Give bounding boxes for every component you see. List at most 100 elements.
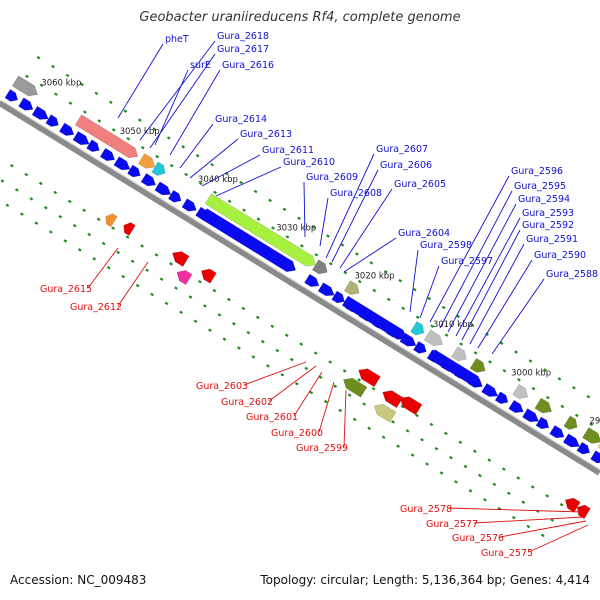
- guide-dash: [271, 226, 275, 230]
- guide-dash: [72, 223, 77, 228]
- guide-dash: [371, 387, 376, 391]
- guide-dash: [239, 180, 243, 185]
- guide-dash: [164, 301, 169, 306]
- label-leader: [179, 123, 214, 169]
- cds-arrow: [413, 341, 427, 354]
- guide-dash: [179, 310, 183, 315]
- guide-dash: [372, 288, 377, 293]
- guide-dash: [545, 494, 550, 498]
- guide-dash: [140, 244, 144, 248]
- guide-dash: [398, 278, 403, 283]
- guide-dash: [152, 127, 157, 131]
- guide-dash: [169, 163, 174, 168]
- guide-dash: [463, 464, 468, 469]
- guide-dash: [82, 208, 87, 213]
- cds-arrow: [494, 391, 509, 404]
- guide-dash: [347, 393, 352, 397]
- feature-khaki: [343, 280, 360, 296]
- gene-label-upper: Gura_2613: [240, 129, 292, 140]
- guide-dash: [145, 268, 149, 272]
- cds-arrow: [31, 105, 49, 120]
- cds-long: [428, 349, 482, 386]
- genome-backbone: [0, 100, 600, 476]
- guide-dash: [121, 274, 126, 279]
- gene-label-upper: Gura_2593: [522, 208, 574, 219]
- guide-dash: [169, 262, 173, 266]
- accession-label: Accession: NC_009483: [10, 573, 147, 587]
- gene-label-lower: Gura_2603: [196, 381, 248, 392]
- guide-dash: [309, 390, 314, 395]
- guide-dash: [25, 74, 29, 79]
- cds-arrow: [331, 290, 345, 304]
- guide-dash: [401, 306, 406, 311]
- guide-dash: [352, 417, 357, 422]
- guide-dash: [540, 533, 545, 538]
- guide-dash: [96, 217, 101, 221]
- cds-arrow: [167, 189, 182, 203]
- guide-dash: [313, 351, 318, 355]
- guide-dash: [284, 333, 289, 337]
- guide-dash: [430, 324, 434, 328]
- feature-cyan: [410, 321, 425, 336]
- guide-dash: [241, 306, 246, 311]
- gene-label-upper: Gura_2618: [217, 31, 269, 42]
- label-leader: [343, 389, 347, 448]
- guide-dash: [506, 491, 511, 496]
- cds-arrow: [522, 408, 539, 423]
- guide-dash: [478, 473, 482, 478]
- guide-dash: [222, 337, 227, 341]
- guide-dash: [420, 438, 424, 442]
- label-leader: [139, 40, 216, 141]
- guide-dash: [410, 453, 415, 457]
- guide-dash: [77, 248, 82, 252]
- guide-dash: [227, 297, 231, 302]
- guide-dash: [574, 413, 579, 418]
- guide-dash: [217, 313, 222, 317]
- gene-label-upper: Gura_2604: [398, 228, 450, 239]
- guide-dash: [14, 188, 19, 192]
- gene-label-lower: Gura_2575: [481, 548, 533, 559]
- guide-dash: [427, 296, 432, 301]
- guide-dash: [289, 357, 294, 362]
- rna-arrow: [172, 251, 190, 267]
- feature-silver: [451, 346, 467, 362]
- guide-dash: [65, 73, 70, 78]
- label-leader: [447, 507, 583, 513]
- guide-dash: [198, 279, 202, 284]
- label-leader: [268, 365, 317, 402]
- gene-label-upper: Gura_2606: [380, 160, 432, 171]
- cds-arrow: [562, 433, 580, 448]
- guide-dash: [304, 366, 309, 371]
- gene-label-lower: Gura_2578: [400, 504, 452, 515]
- guide-dash: [0, 179, 5, 183]
- gene-label-upper: Gura_2591: [526, 234, 578, 245]
- rna-arrow: [201, 268, 217, 284]
- guide-dash: [181, 145, 186, 149]
- guide-dash: [425, 462, 429, 466]
- guide-dash: [444, 333, 449, 337]
- guide-dash: [130, 259, 135, 264]
- guide-dash: [270, 324, 275, 329]
- genome-summary: Topology: circular; Length: 5,136,364 bp…: [260, 573, 590, 587]
- cds-arrow: [154, 181, 172, 196]
- label-leader: [429, 175, 510, 323]
- label-leader: [154, 69, 189, 146]
- label-leader: [169, 69, 221, 156]
- guide-dash: [357, 279, 362, 284]
- gene-label-lower: Gura_2612: [70, 302, 122, 313]
- guide-dash: [51, 64, 55, 69]
- label-leader: [87, 247, 119, 289]
- guide-dash: [34, 221, 39, 225]
- guide-dash: [340, 243, 345, 247]
- guide-dash: [429, 422, 434, 427]
- guide-dash: [255, 315, 260, 320]
- rna-arrow: [382, 390, 404, 409]
- guide-dash: [36, 55, 41, 60]
- cds-arrow: [127, 164, 141, 178]
- guide-dash: [260, 339, 265, 344]
- gene-label-upper: Gura_2616: [222, 60, 274, 71]
- guide-dash: [511, 515, 516, 520]
- guide-dash: [266, 364, 270, 368]
- feature-olive: [343, 377, 368, 398]
- guide-dash: [492, 482, 497, 487]
